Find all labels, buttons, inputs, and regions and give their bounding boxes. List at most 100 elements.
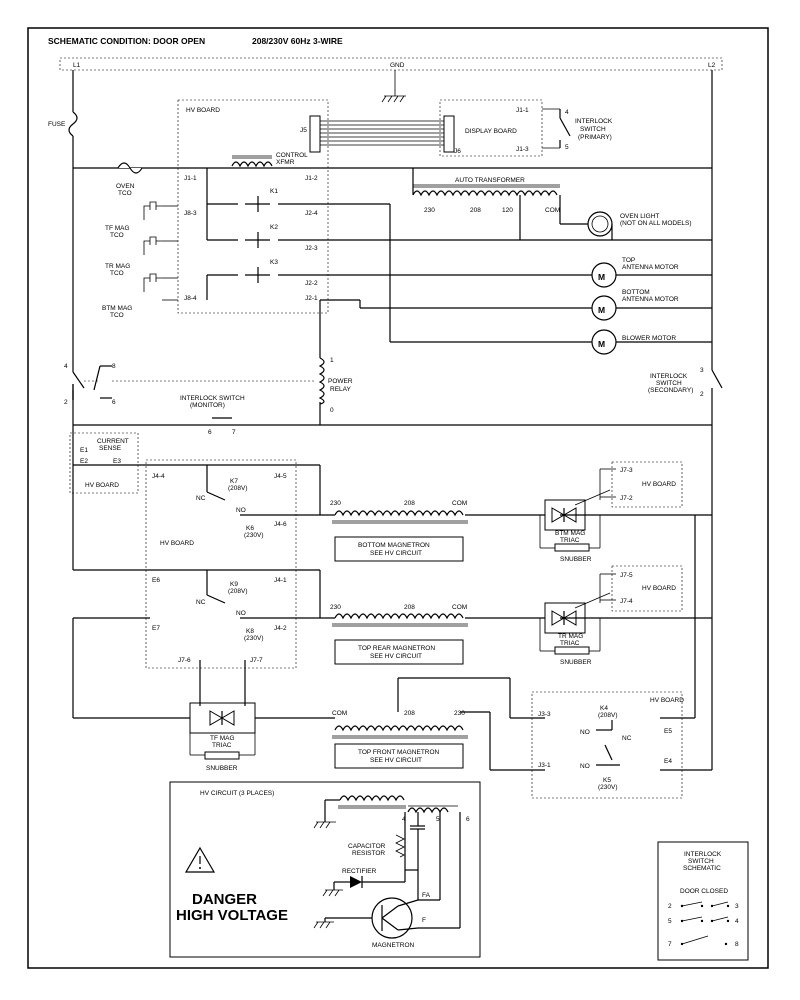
magnetron-tcos: TF MAG TCO TR MAG TCO BTM MAG TCO xyxy=(102,201,178,319)
interlock-switch-monitor: INTERLOCK SWITCH (MONITOR) 6 7 xyxy=(180,395,245,436)
pin-j2-4: J2-4 xyxy=(305,210,318,217)
sheet-border xyxy=(27,27,769,969)
supply-rating: 208/230V 60Hz 3-WIRE xyxy=(252,36,343,46)
tr-tap-230: 230 xyxy=(330,604,341,611)
k9-nc: NC xyxy=(196,599,206,606)
oven-light: OVEN LIGHT (NOT ON ALL MODELS) xyxy=(587,211,692,240)
primary-label-1: INTERLOCK xyxy=(575,118,613,125)
filament-fa: FA xyxy=(422,892,431,899)
bm-tco-label-2: TCO xyxy=(110,312,124,319)
bm-tap-230: 230 xyxy=(330,500,341,507)
pin-j7-7: J7-7 xyxy=(250,657,263,664)
sec-label-2: SWITCH xyxy=(656,380,682,387)
tr-triac-label-2: TRIAC xyxy=(560,640,580,647)
bottom-antenna-label-1: BOTTOM xyxy=(622,289,650,296)
relay-label-2: RELAY xyxy=(330,386,351,393)
hv-board-top-label: HV BOARD xyxy=(186,107,220,114)
k7-label-1: K7 xyxy=(230,478,238,485)
tf-triac-label-1: TF MAG xyxy=(210,735,235,742)
pin-j7-2: J7-2 xyxy=(620,495,633,502)
legend-label-3: SCHEMATIC xyxy=(683,865,721,872)
bottom-magnetron-label-2: SEE HV CIRCUIT xyxy=(370,550,422,557)
bus-gnd: GND xyxy=(390,62,405,69)
k3-label: K3 xyxy=(270,259,278,266)
pin-j7-6: J7-6 xyxy=(178,657,191,664)
tr-tco-label-2: TCO xyxy=(110,270,124,277)
btm-triac-label-2: TRIAC xyxy=(560,537,580,544)
relay-k3: K3 xyxy=(245,259,278,283)
bm-tap-208: 208 xyxy=(404,500,415,507)
oven-light-label-2: (NOT ON ALL MODELS) xyxy=(620,220,692,227)
legend-label-1: INTERLOCK xyxy=(684,851,722,858)
rectifier-label: RECTIFIER xyxy=(342,868,377,875)
current-sense-board: E1 E2 E3 CURRENT SENSE HV BOARD xyxy=(69,432,139,494)
tap-com: COM xyxy=(545,207,560,214)
auto-transformer: AUTO TRANSFORMER 230 208 120 COM xyxy=(412,177,560,214)
k6-label-2: (230V) xyxy=(244,532,264,539)
tr-snubber-label: SNUBBER xyxy=(560,659,592,666)
tf-tap-com: COM xyxy=(332,710,347,717)
tr-hv-board-label: HV BOARD xyxy=(642,585,676,592)
oven-tco-label-1: OVEN xyxy=(116,183,135,190)
relay-pin-1: 1 xyxy=(330,357,334,364)
sec-pin-3: 3 xyxy=(700,367,704,374)
pin-j4-2: J4-2 xyxy=(274,625,287,632)
k4-no: NO xyxy=(580,729,590,736)
primary-label-3: (PRIMARY) xyxy=(578,134,612,141)
tr-tap-208: 208 xyxy=(404,604,415,611)
power-relay: 1 0 POWER RELAY xyxy=(112,357,353,414)
pin-j7-4: J7-4 xyxy=(620,598,633,605)
sec-label-3: (SECONDARY) xyxy=(648,387,693,394)
hv-board-top: HV BOARD J1-1 J1-2 J8-3 J2-4 J2-3 J2-2 J… xyxy=(177,99,329,314)
k4-nc: NC xyxy=(622,735,632,742)
k7-label-2: (208V) xyxy=(228,485,248,492)
tf-snubber-label: SNUBBER xyxy=(206,765,238,772)
interlock-switch-left: 4 8 2 6 xyxy=(64,360,116,406)
interlock-switch-secondary: 3 2 INTERLOCK SWITCH (SECONDARY) xyxy=(648,367,723,398)
tf-mag-triac: TF MAG TRIAC SNUBBER xyxy=(189,702,256,772)
pin-j4-4: J4-4 xyxy=(152,473,165,480)
k2-label: K2 xyxy=(270,224,278,231)
capacitor-label-2: RESISTOR xyxy=(352,850,385,857)
oven-tco-label-2: TCO xyxy=(118,190,132,197)
motor-symbol-top: M xyxy=(598,272,605,282)
hv-tap-4: 4 xyxy=(402,816,406,823)
monitor-label-2: (MONITOR) xyxy=(190,402,225,409)
top-antenna-motor: M TOP ANTENNA MOTOR xyxy=(591,257,679,288)
primary-pin-5: 5 xyxy=(565,144,569,151)
wiring-lines xyxy=(68,70,713,771)
warning-icon xyxy=(184,846,216,873)
relay-k1: K1 xyxy=(245,188,278,212)
legend-7: 7 xyxy=(668,941,672,948)
pin-j1-2: J1-2 xyxy=(305,175,318,182)
k8-no: NO xyxy=(236,610,246,617)
fuse-label: FUSE xyxy=(48,121,66,128)
k4-label-2: (208V) xyxy=(598,712,618,719)
blower-motor: M BLOWER MOTOR xyxy=(591,329,676,355)
oven-tco: OVEN TCO xyxy=(116,162,143,197)
hv-tap-5: 5 xyxy=(436,816,440,823)
tf-tap-208: 208 xyxy=(404,710,415,717)
top-rear-magnetron-xfmr: 230 208 COM TOP REAR MAGNETRON SEE HV CI… xyxy=(330,604,468,665)
top-front-label-1: TOP FRONT MAGNETRON xyxy=(358,749,440,756)
top-rear-label-2: SEE HV CIRCUIT xyxy=(370,653,422,660)
btm-snubber-label: SNUBBER xyxy=(560,556,592,563)
tap-208: 208 xyxy=(470,207,481,214)
control-transformer: CONTROL XFMR xyxy=(231,152,308,168)
bus-l2: L2 xyxy=(708,62,716,69)
capacitor-label-1: CAPACITOR xyxy=(348,843,386,850)
k4-label-1: K4 xyxy=(600,705,608,712)
bottom-magnetron-label-1: BOTTOM MAGNETRON xyxy=(358,542,430,549)
hv-board-k4-k5: HV BOARD J3-3 J3-1 K4 (208V) NO NC NO K5… xyxy=(531,691,684,799)
magnetron-label: MAGNETRON xyxy=(372,942,415,949)
top-front-label-2: SEE HV CIRCUIT xyxy=(370,757,422,764)
pin-j4-6: J4-6 xyxy=(274,521,287,528)
control-xfmr-label-1: CONTROL xyxy=(276,152,308,159)
hv-circuit-panel: HV CIRCUIT (3 PLACES) 4 5 6 CAPACITOR RE… xyxy=(169,781,481,958)
relay-label-1: POWER xyxy=(328,378,353,385)
k5-label-2: (230V) xyxy=(598,784,618,791)
pin-j3-3: J3-3 xyxy=(538,711,551,718)
display-board: DISPLAY BOARD J6 J1-1 J1-3 xyxy=(439,99,543,157)
k5-label-1: K5 xyxy=(603,777,611,784)
